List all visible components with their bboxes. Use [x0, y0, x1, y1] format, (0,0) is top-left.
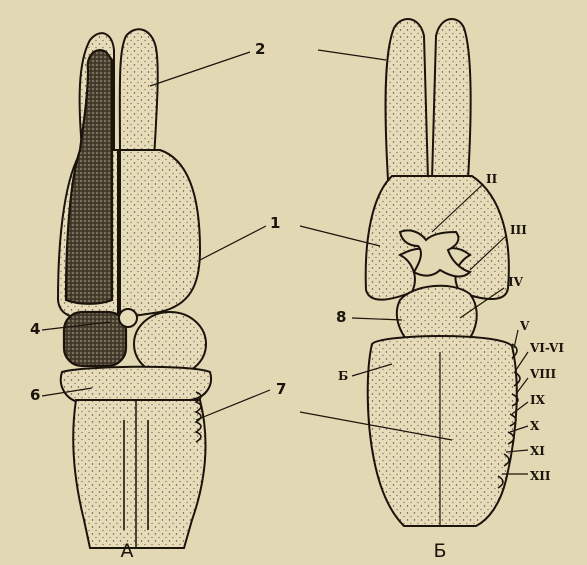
label-4: 4	[30, 320, 40, 338]
label-nerve-XI: XI	[530, 444, 545, 458]
label-nerve-X: X	[530, 419, 540, 433]
label-7: 7	[276, 380, 286, 398]
a-olfactory-lobe-right	[120, 29, 158, 160]
label-nerve-V: V	[519, 319, 530, 333]
label-nerve-IX: IX	[530, 393, 546, 407]
a-cut-diencephalon	[64, 312, 126, 366]
b-olfactory-lobe-right	[432, 19, 471, 180]
label-5: Б	[338, 369, 348, 383]
b-olfactory-lobe-left	[386, 19, 428, 180]
label-6: 6	[30, 386, 40, 404]
label-nerve-IV: IV	[508, 275, 524, 289]
a-hemisphere-right	[120, 150, 200, 318]
label-nerve-VIII: VIII	[529, 367, 557, 381]
label-2: 2	[255, 40, 265, 58]
label-nerve-VI-VII: VI-VI	[529, 341, 564, 355]
label-8: 8	[336, 308, 346, 326]
a-cerebellum	[61, 367, 211, 402]
a-medulla	[73, 400, 205, 548]
label-1: 1	[270, 214, 280, 232]
a-pineal	[119, 309, 137, 327]
label-nerve-III: III	[510, 223, 527, 237]
label-nerve-XII: XII	[530, 469, 551, 483]
caption-b: Б	[433, 540, 446, 562]
label-nerve-II: II	[486, 172, 498, 186]
caption-a: А	[121, 540, 134, 562]
